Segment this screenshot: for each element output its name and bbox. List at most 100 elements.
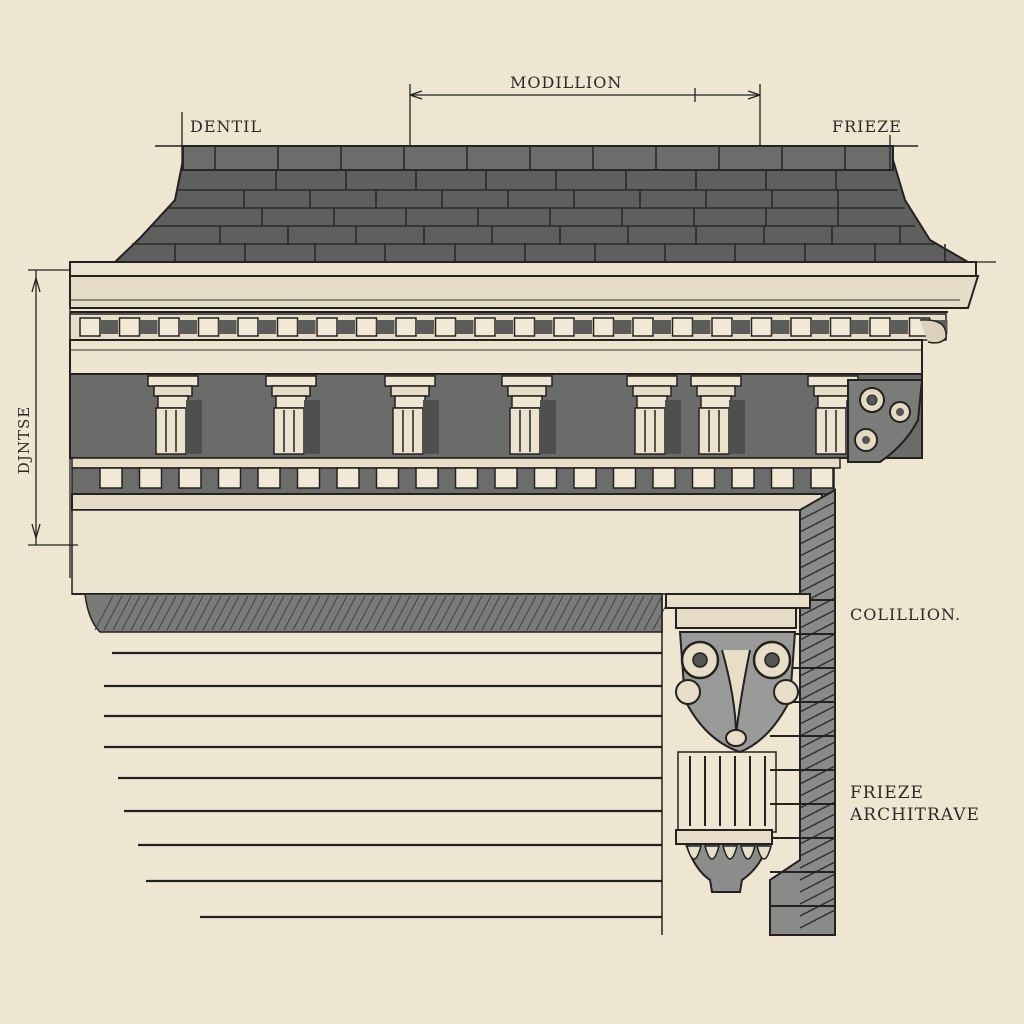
dentil-block <box>296 467 321 489</box>
dentil-block <box>652 467 676 489</box>
hatch-line <box>634 595 654 631</box>
hatch-line <box>418 595 438 631</box>
hatch-line <box>799 609 836 629</box>
hatch-line <box>544 595 564 631</box>
hatch-line <box>607 595 627 631</box>
label-djntse: DJNTSE <box>15 406 33 474</box>
console-drop <box>740 845 756 860</box>
dentil-block <box>237 317 259 337</box>
label-frieze-top: FRIEZE <box>832 117 902 136</box>
hatch-line <box>799 909 836 929</box>
dentil-block <box>276 317 299 337</box>
label-frieze: FRIEZE <box>850 783 924 803</box>
upper-dentil-band <box>69 313 948 375</box>
hatch-line <box>436 595 456 631</box>
hatch-line <box>616 595 636 631</box>
hatch-line <box>799 549 836 569</box>
hatch-line <box>562 595 582 631</box>
hatch-line <box>103 595 123 631</box>
hatch-line <box>799 885 836 905</box>
hatch-line <box>580 595 600 631</box>
dentil-shadow <box>613 320 632 334</box>
hatch-line <box>799 561 836 581</box>
hatch-line <box>301 595 321 631</box>
modillion-band <box>69 373 924 463</box>
dentil-shadow <box>297 320 316 334</box>
dentil-block <box>829 317 852 337</box>
dentil-block <box>869 317 891 337</box>
modillion-body <box>157 395 189 409</box>
dentil-block <box>454 467 479 489</box>
hatch-line <box>553 595 573 631</box>
dentil-block <box>395 317 417 337</box>
hatch-line <box>445 595 465 631</box>
modillion-shaft <box>698 407 730 455</box>
hatch-line <box>799 729 836 749</box>
hatch-line <box>499 595 519 631</box>
modillion-shaft <box>392 407 424 455</box>
dentil-shadow <box>139 320 158 334</box>
hatch-line <box>139 595 159 631</box>
hatch-line <box>274 595 294 631</box>
modillion-body <box>394 395 426 409</box>
cornice-crown <box>69 261 980 313</box>
dentil-block <box>691 467 716 489</box>
dentil-block <box>592 317 615 337</box>
modillion-cap <box>147 375 199 387</box>
hatch-line <box>166 595 186 631</box>
dentil-block <box>810 467 834 489</box>
hatch-line <box>382 595 402 631</box>
dentil-block <box>553 317 575 337</box>
dentil-block <box>197 317 220 337</box>
dentil-shadow <box>100 320 118 334</box>
hatch-line <box>799 573 836 593</box>
frieze-panel <box>71 509 801 595</box>
dentil-block <box>612 467 637 489</box>
hatch-line <box>238 595 258 631</box>
modillion-neck <box>153 385 193 397</box>
dentil-block <box>79 317 101 337</box>
hatch-line <box>799 513 836 533</box>
modillion-shadow <box>423 400 439 454</box>
dentil-block <box>494 467 518 489</box>
dentil-block <box>158 317 180 337</box>
dentil-block <box>671 317 694 337</box>
hatch-line <box>517 595 537 631</box>
hatch-line <box>355 595 375 631</box>
modillion-shaft <box>273 407 305 455</box>
dentil-shadow <box>811 320 829 334</box>
hatch-line <box>472 595 492 631</box>
modillion-cap <box>501 375 553 387</box>
hatch-line <box>220 595 240 631</box>
dentil-shadow <box>692 320 711 334</box>
modillion-body <box>817 395 849 409</box>
hatch-line <box>454 595 474 631</box>
dentil-block <box>178 467 202 489</box>
hatch-line <box>799 633 836 653</box>
dentil-block <box>434 317 457 337</box>
hatch-line <box>193 595 213 631</box>
dentil-block <box>415 467 439 489</box>
hatch-line <box>799 837 836 857</box>
hatch-line <box>799 849 836 869</box>
hatch-line <box>283 595 303 631</box>
dentil-block <box>711 317 733 337</box>
dentil-block <box>355 317 378 337</box>
label-architrave: ARCHITRAVE <box>849 805 980 825</box>
dentil-block <box>118 317 141 337</box>
hatch-line <box>625 595 645 631</box>
hatch-line <box>157 595 177 631</box>
hatch-line <box>373 595 393 631</box>
dentil-shadow <box>337 320 355 334</box>
hatch-line <box>175 595 195 631</box>
modillion-body <box>511 395 543 409</box>
modillion-shadow <box>304 400 320 454</box>
modillion-shaft <box>634 407 666 455</box>
dentil-shadow <box>495 320 513 334</box>
console-drop <box>756 845 772 860</box>
hatch-line <box>346 595 366 631</box>
hatch-line <box>292 595 312 631</box>
hatch-line <box>337 595 357 631</box>
hatch-line <box>535 595 555 631</box>
